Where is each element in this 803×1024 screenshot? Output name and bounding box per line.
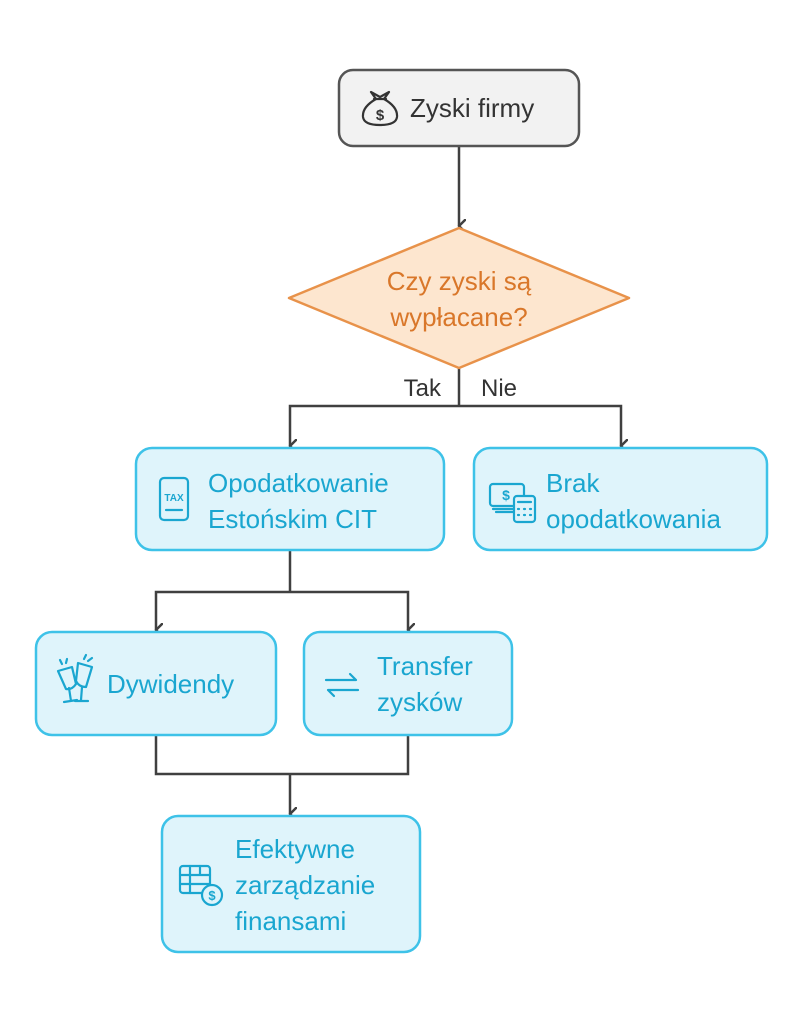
svg-text:$: $ — [208, 888, 216, 903]
edge-taxation-to-transfer — [290, 590, 408, 630]
node-management-box — [160, 814, 422, 954]
champagne-glasses-icon — [56, 653, 94, 704]
edge-decision-to-no-tax — [459, 404, 621, 446]
node-decision-diamond — [287, 226, 631, 370]
node-decision-label-line2: wypłacane? — [389, 302, 527, 332]
node-dividends-box — [34, 630, 278, 737]
node-no-tax[interactable]: $ Brak opodatkowania — [472, 446, 769, 552]
node-taxation-label-line2: Estońskim CIT — [208, 504, 377, 534]
node-start[interactable]: $ Zyski firmy — [337, 68, 581, 148]
node-taxation[interactable]: TAX Opodatkowanie Estońskim CIT — [134, 446, 446, 552]
node-management[interactable]: $ Efektywne zarządzanie finansami — [160, 814, 422, 954]
node-start-box — [337, 68, 581, 148]
node-start-label: Zyski firmy — [410, 93, 534, 123]
node-transfer-box — [302, 630, 514, 737]
node-management-label-line2: zarządzanie — [235, 870, 375, 900]
spreadsheet-dollar-icon: $ — [178, 864, 224, 907]
node-decision[interactable]: Czy zyski są wypłacane? — [287, 226, 631, 370]
cash-calculator-icon: $ — [488, 482, 537, 524]
node-no-tax-box — [472, 446, 769, 552]
edge-taxation-to-dividends — [154, 590, 290, 630]
node-dividends[interactable]: Dywidendy — [34, 630, 278, 737]
node-dividends-label: Dywidendy — [107, 669, 234, 699]
node-transfer-label-line2: zysków — [377, 687, 462, 717]
node-transfer-label-line1: Transfer — [377, 651, 473, 681]
connectors — [154, 146, 621, 814]
tax-document-icon: TAX — [158, 476, 190, 522]
edge-label-no: Nie — [481, 375, 517, 402]
svg-text:$: $ — [376, 107, 385, 124]
node-no-tax-label-line2: opodatkowania — [546, 504, 721, 534]
edge-decision-to-taxation — [288, 404, 459, 446]
arrows-exchange-icon — [324, 672, 360, 698]
svg-text:$: $ — [502, 487, 510, 503]
node-management-label-line3: finansami — [235, 906, 346, 936]
node-management-label-line1: Efektywne — [235, 834, 355, 864]
svg-text:TAX: TAX — [164, 493, 184, 504]
node-no-tax-label-line1: Brak — [546, 468, 600, 498]
edge-dividends-to-merge — [154, 735, 410, 776]
money-bag-icon: $ — [361, 90, 399, 127]
node-taxation-box — [134, 446, 446, 552]
node-transfer[interactable]: Transfer zysków — [302, 630, 514, 737]
node-taxation-label-line1: Opodatkowanie — [208, 468, 389, 498]
node-decision-label-line1: Czy zyski są — [387, 266, 532, 296]
edge-label-yes: Tak — [404, 375, 442, 402]
